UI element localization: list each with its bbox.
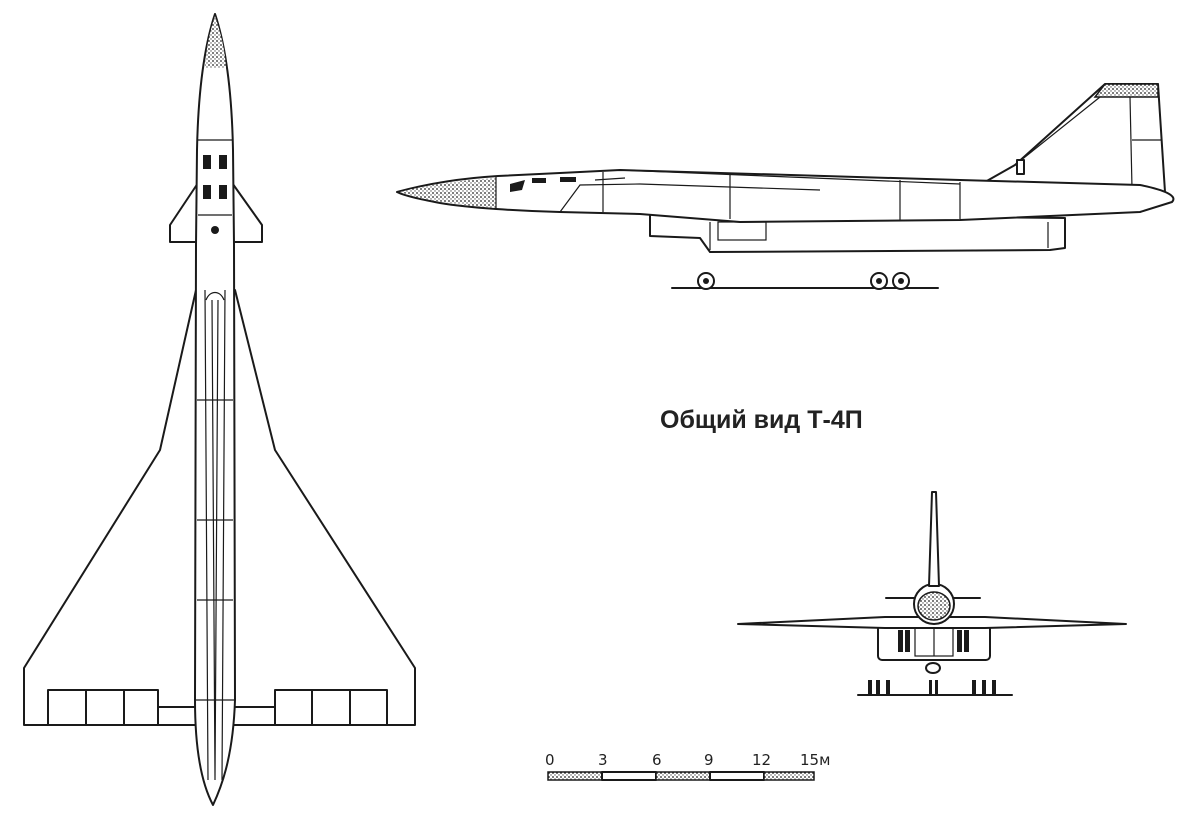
scale-bar: 0 3 6 9 12 15м [545,751,830,781]
scale-tick-label: 12 [752,751,771,769]
front-view [737,491,1127,696]
side-view [396,83,1175,290]
side-view-fin [984,83,1166,193]
side-view-fin-tip [1093,83,1159,98]
scale-tick-label: 6 [652,751,662,769]
front-view-intakes [898,627,969,657]
side-view-radome [400,178,496,208]
scale-tick-label: 9 [704,751,714,769]
front-view-fin [928,491,940,587]
front-view-gear [868,680,996,694]
top-view-engine-pack [196,289,234,781]
top-view-fuselage [194,13,236,806]
top-view [23,13,416,806]
scale-tick-label: 15м [800,751,830,769]
drawing-title: Общий вид Т-4П [660,406,863,434]
side-view-wheels [697,272,910,290]
side-view-canopy [510,177,626,192]
side-view-fuselage [396,169,1175,223]
top-view-cockpit [198,139,232,234]
top-view-elevons [47,689,388,726]
front-view-radome [917,591,951,621]
scale-tick-label: 0 [545,751,555,769]
top-view-radome [205,16,226,68]
scale-tick-label: 3 [598,751,608,769]
side-view-panels [495,169,961,220]
side-view-nacelle [649,213,1066,253]
